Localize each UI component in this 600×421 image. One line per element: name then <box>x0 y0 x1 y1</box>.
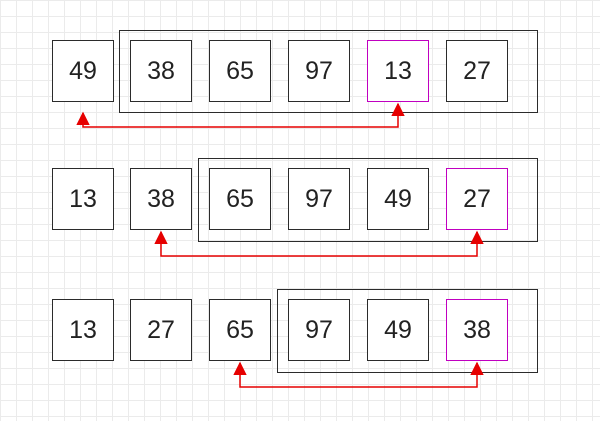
array-cell-highlighted: 13 <box>367 40 429 102</box>
array-cell: 49 <box>367 168 429 230</box>
array-cell-highlighted: 27 <box>446 168 508 230</box>
array-cell: 38 <box>130 168 192 230</box>
array-cell: 13 <box>52 168 114 230</box>
array-cell: 97 <box>288 299 350 361</box>
array-cell: 38 <box>130 40 192 102</box>
array-cell: 49 <box>52 40 114 102</box>
array-cell: 13 <box>52 299 114 361</box>
swap-arrow <box>76 102 405 128</box>
array-cell: 97 <box>288 40 350 102</box>
array-cell: 49 <box>367 299 429 361</box>
array-cell-highlighted: 38 <box>446 299 508 361</box>
swap-arrow <box>233 361 484 388</box>
array-cell: 65 <box>209 40 271 102</box>
array-cell: 65 <box>209 299 271 361</box>
array-cell: 27 <box>130 299 192 361</box>
swap-arrow <box>154 230 484 257</box>
array-cell: 97 <box>288 168 350 230</box>
array-cell: 65 <box>209 168 271 230</box>
array-cell: 27 <box>446 40 508 102</box>
